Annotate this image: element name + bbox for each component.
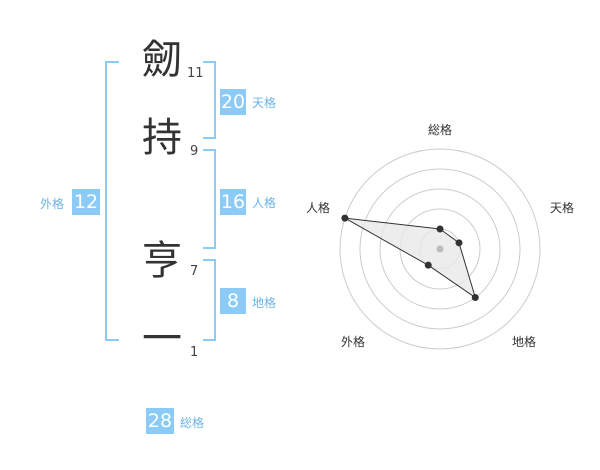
tenkaku-value: 20 — [220, 89, 246, 115]
radar-grid-ring — [379, 188, 501, 310]
radar-point-1 — [455, 239, 463, 247]
stroke-count-4: 1 — [190, 345, 199, 360]
radar-point-0 — [436, 225, 444, 233]
tenkaku-bracket — [203, 61, 216, 139]
radar-center-dot — [436, 245, 444, 253]
radar-grid-ring — [359, 168, 521, 330]
radar-label-soukaku: 総格 — [428, 122, 452, 137]
name-char-3: 亨 — [142, 238, 182, 284]
gaikaku-label: 外格 — [40, 197, 65, 211]
radar-grid-ring — [339, 148, 541, 350]
name-char-1: 劒 — [142, 37, 182, 83]
chikaku-value: 8 — [220, 288, 246, 314]
stroke-count-1: 11 — [187, 66, 204, 81]
chikaku-bracket — [203, 259, 216, 341]
stroke-count-2: 9 — [190, 144, 199, 159]
jinkaku-bracket — [203, 149, 216, 249]
name-char-2: 持 — [142, 115, 182, 161]
radar-label-jinkaku: 人格 — [306, 200, 330, 215]
chikaku-label: 地格 — [252, 296, 277, 310]
stroke-count-3: 7 — [190, 264, 199, 279]
soukaku-label: 総格 — [180, 416, 205, 430]
radar-label-tenkaku: 天格 — [550, 200, 574, 215]
radar-point-4 — [341, 214, 349, 222]
jinkaku-value: 16 — [220, 189, 246, 215]
jinkaku-label: 人格 — [252, 196, 277, 210]
radar-label-gaikaku: 外格 — [341, 334, 365, 349]
gaikaku-bracket — [105, 61, 119, 341]
gaikaku-value: 12 — [72, 189, 100, 215]
tenkaku-label: 天格 — [252, 96, 277, 110]
radar-point-3 — [424, 261, 432, 269]
radar-area — [344, 217, 477, 299]
soukaku-value: 28 — [146, 408, 174, 434]
radar-label-chikaku: 地格 — [512, 334, 536, 349]
name-char-4: 一 — [142, 316, 182, 362]
radar-point-2 — [471, 294, 479, 302]
